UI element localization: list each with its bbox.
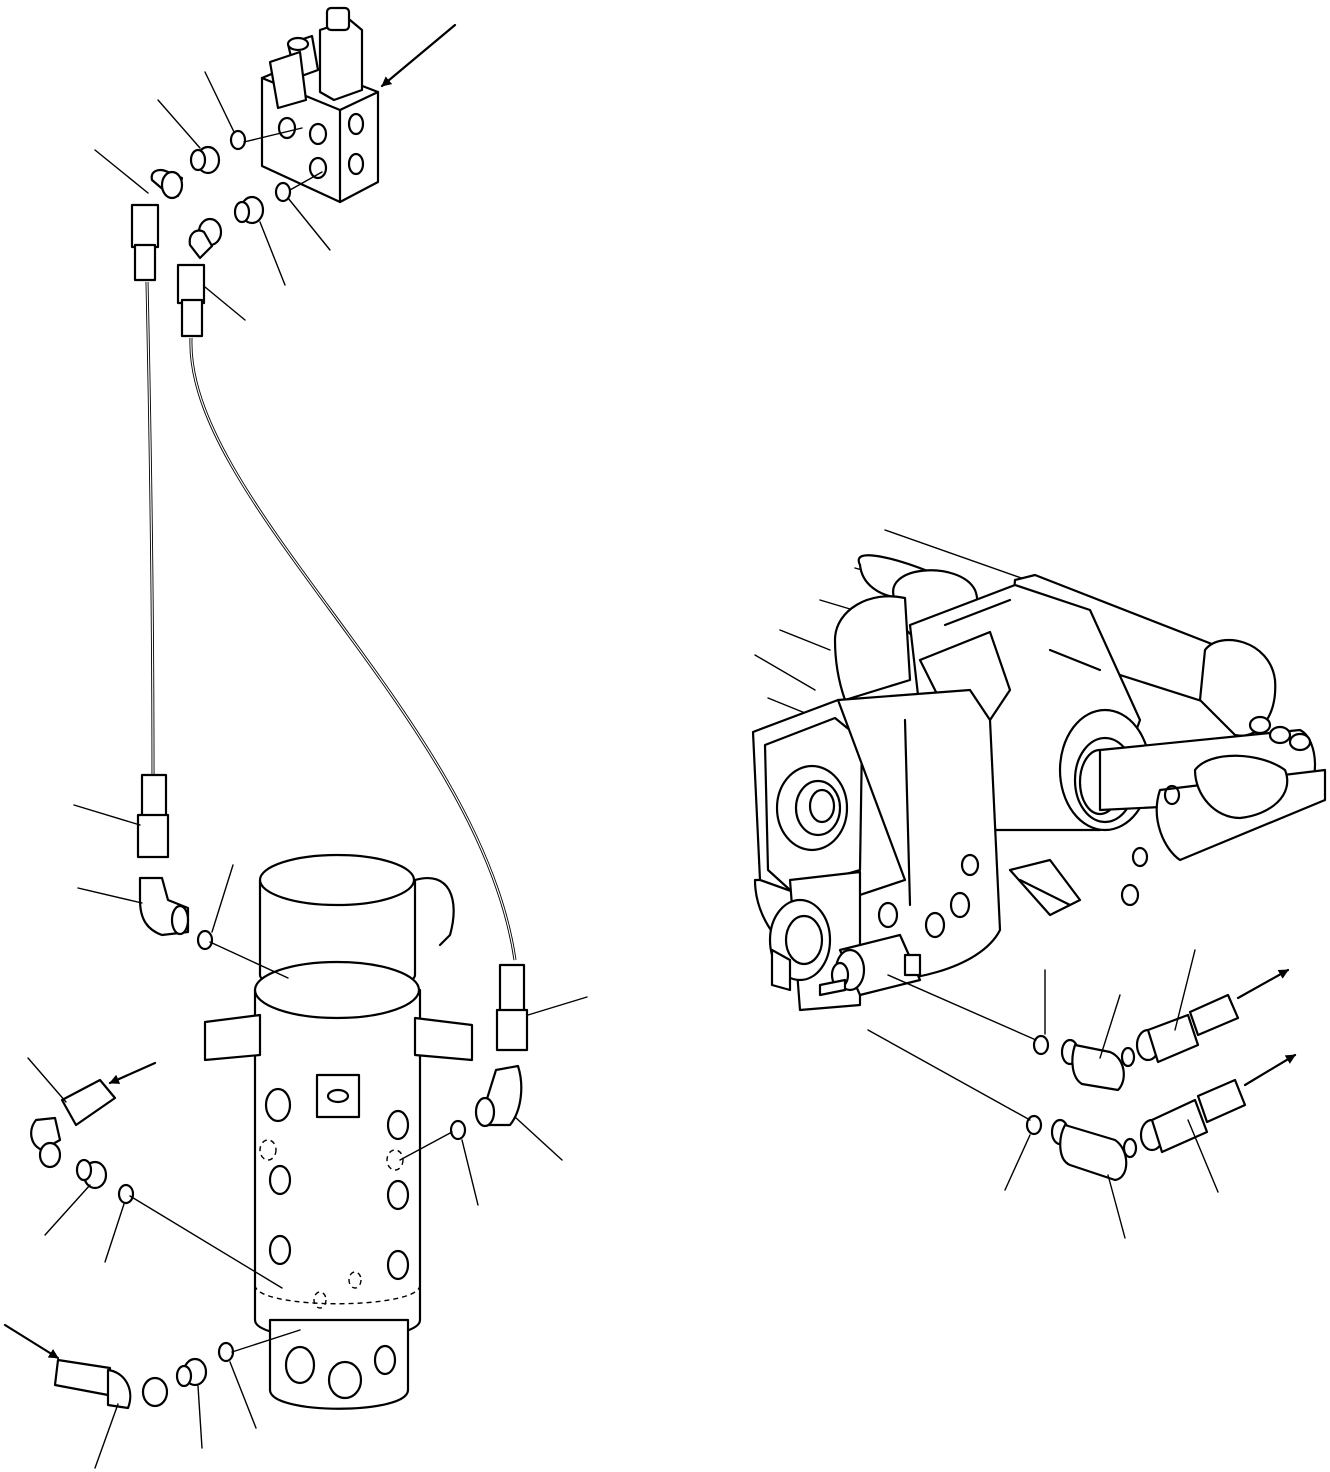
swivel-joint: [203, 853, 474, 1410]
hose-end-left: [136, 773, 170, 859]
transmission-pump-assembly: [751, 529, 1327, 1012]
connector-bottom-left: [175, 1357, 208, 1388]
o-ring: [117, 1183, 135, 1205]
flow-arrow: [1236, 968, 1290, 1000]
flow-arrow: [3, 1323, 60, 1360]
connector-upper-right: [233, 195, 265, 225]
o-ring: [217, 1341, 235, 1363]
elbow-fitting-pump-upper: [1060, 1038, 1136, 1092]
leader-lines-right: [1004, 949, 1219, 1239]
elbow-fitting-upper-right: [176, 217, 223, 338]
connector-upper-left: [189, 145, 221, 175]
connector-mid-left: [75, 1158, 108, 1190]
hose-end-pump-lower: [1139, 1078, 1247, 1154]
elbow-fitting-pump-lower: [1050, 1118, 1138, 1182]
hose-end-pump-upper: [1135, 993, 1240, 1064]
elbow-fitting-swivel-left: [138, 876, 190, 937]
connection-lines: [129, 127, 453, 1353]
elbow-fitting-swivel-right: [474, 1064, 523, 1128]
elbow-fitting-upper-left: [130, 169, 184, 282]
leader-lines-left: [27, 71, 588, 1469]
o-ring: [196, 929, 214, 951]
hose-end-mid-left: [30, 1078, 117, 1169]
control-valve: [260, 6, 380, 204]
o-ring: [1032, 1034, 1050, 1056]
flow-arrow: [380, 23, 457, 88]
o-ring: [449, 1119, 467, 1141]
hydraulic-hose-left: [145, 281, 155, 779]
hose-end-right: [495, 963, 529, 1052]
hydraulic-hose-right: [189, 337, 517, 961]
flow-arrow: [1243, 1053, 1297, 1087]
o-ring: [1025, 1114, 1043, 1136]
hose-end-bottom-left: [53, 1358, 169, 1410]
flow-arrow: [108, 1061, 157, 1085]
o-ring: [274, 181, 292, 203]
connection-lines-right: [867, 974, 1037, 1121]
o-ring: [229, 129, 247, 151]
